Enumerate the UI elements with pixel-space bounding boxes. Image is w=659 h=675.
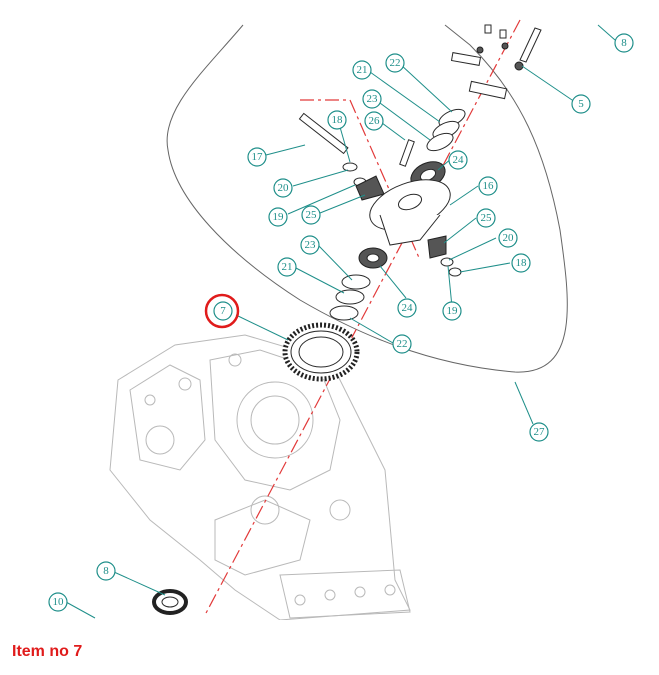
- side-gear-washers-lower: [329, 274, 371, 321]
- callout-label: 21: [282, 261, 293, 273]
- callout-22-upper: 22: [385, 53, 405, 73]
- callout-23-lower: 23: [300, 235, 320, 255]
- transmission-housing: [109, 334, 411, 620]
- callout-25-lower: 25: [476, 208, 496, 228]
- callout-label: 7: [220, 305, 226, 317]
- callout-label: 21: [357, 64, 368, 76]
- callout-26: 26: [364, 111, 384, 131]
- center-axis-main: [204, 19, 521, 616]
- item-caption: Item no 7: [12, 643, 83, 660]
- callout-27: 27: [529, 422, 549, 442]
- callout-label: 10: [53, 596, 65, 608]
- differential-case: [369, 179, 451, 246]
- callout-label: 22: [397, 338, 408, 350]
- callout-21-lower: 21: [277, 257, 297, 277]
- callout-8-lower: 8: [96, 561, 116, 581]
- callout-24-upper: 24: [448, 150, 468, 170]
- callout-18-upper: 18: [327, 110, 347, 130]
- callout-23-upper: 23: [362, 89, 382, 109]
- callout-label: 23: [305, 239, 317, 251]
- callout-22-lower: 22: [392, 334, 412, 354]
- callout-label: 8: [103, 565, 109, 577]
- callout-label: 24: [453, 154, 465, 166]
- callout-19-lower: 19: [442, 301, 462, 321]
- callout-label: 18: [516, 257, 528, 269]
- callout-label: 5: [578, 98, 584, 110]
- callout-label: 22: [390, 57, 401, 69]
- callout-20-lower: 20: [498, 228, 518, 248]
- callout-5: 5: [571, 94, 591, 114]
- callout-label: 26: [369, 115, 381, 127]
- callout-18-lower: 18: [511, 253, 531, 273]
- callout-19-upper: 19: [268, 207, 288, 227]
- callout-16: 16: [478, 176, 498, 196]
- highlight-ring: [204, 293, 240, 329]
- side-gear-washers-upper: [426, 108, 466, 152]
- callout-label: 16: [483, 180, 495, 192]
- pinion-gear-lower: [427, 235, 462, 277]
- callout-21-upper: 21: [352, 60, 372, 80]
- callout-label: 20: [503, 232, 515, 244]
- differential-assembly-boundary: [166, 24, 568, 373]
- callout-10: 10: [48, 592, 68, 612]
- leader-lines: [65, 24, 616, 619]
- callout-label: 27: [534, 426, 546, 438]
- callout-label: 25: [306, 209, 318, 221]
- shift-fork-parts: [450, 24, 542, 100]
- callout-17: 17: [247, 147, 267, 167]
- lock-pin: [399, 139, 415, 167]
- callout-label: 17: [252, 151, 264, 163]
- callout-label: 18: [332, 114, 344, 126]
- callout-8-upper: 8: [614, 33, 634, 53]
- callout-7: 7: [213, 301, 233, 321]
- exploded-parts-diagram: 8 5 21 22 23 18 26 17 24 20 16 19 25 25 …: [48, 19, 634, 620]
- bearing-lower: [152, 589, 188, 615]
- callout-label: 19: [273, 211, 285, 223]
- side-gear-lower: [358, 247, 388, 269]
- callout-label: 25: [481, 212, 493, 224]
- callout-label: 23: [367, 93, 379, 105]
- pinion-shaft: [298, 112, 349, 155]
- callout-24-lower: 24: [397, 298, 417, 318]
- callout-20-upper: 20: [273, 178, 293, 198]
- callout-label: 20: [278, 182, 290, 194]
- callout-label: 19: [447, 305, 459, 317]
- callout-label: 24: [402, 302, 414, 314]
- callout-label: 8: [621, 37, 627, 49]
- center-axis-pin: [300, 99, 421, 261]
- ring-gear: [282, 322, 360, 382]
- callout-25-upper: 25: [301, 205, 321, 225]
